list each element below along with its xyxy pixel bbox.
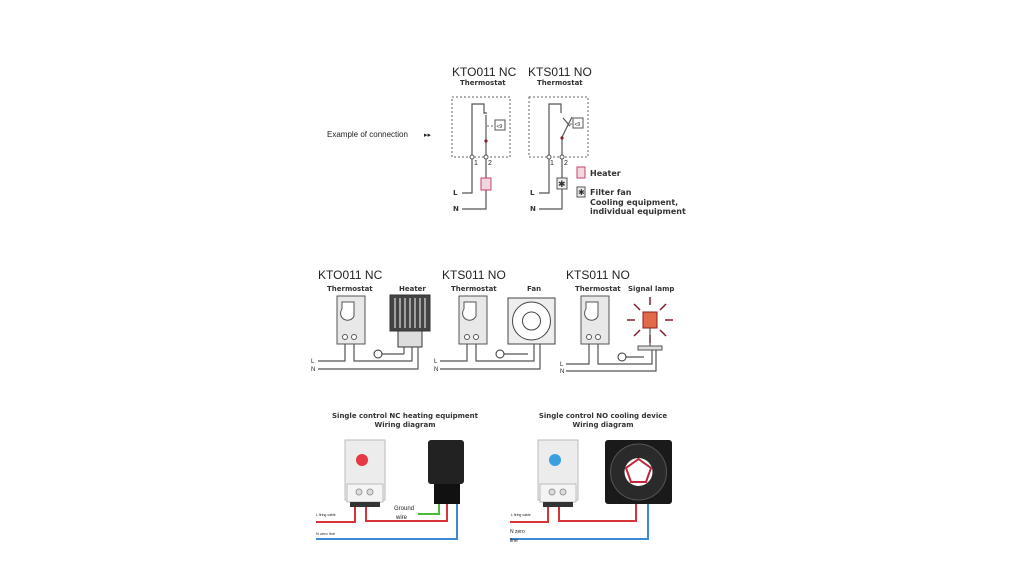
sensor-icon: <9 (497, 124, 503, 130)
nc-schematic: <9 1 2 L N (451, 96, 511, 213)
arrow-icon: ▸▸ (424, 132, 432, 139)
n-label: N (530, 205, 536, 213)
example-3-device-label: Signal lamp (628, 285, 674, 293)
terminal-1-label: 1 (550, 160, 554, 167)
l-label: L (560, 362, 564, 368)
heater-icon (389, 294, 431, 348)
fan-legend-icon (576, 186, 586, 198)
legend-fan-line2: Cooling equipment, (590, 198, 678, 207)
heater-symbol-icon (480, 177, 492, 191)
thermostat-photo (344, 439, 386, 507)
legend-fan: Filter fan (590, 188, 632, 197)
nc-thermostat-label: Thermostat (460, 79, 506, 87)
example-3-thermostat-label: Thermostat (575, 285, 621, 293)
heating-subtitle: Wiring diagram (374, 421, 435, 429)
thermostat-photo (537, 439, 579, 507)
connection-schematic: Example of connection ▸▸ KTO011 NC Therm… (327, 65, 686, 216)
l-label: L (530, 189, 535, 197)
fan-symbol-icon (556, 177, 568, 190)
fan-photo (605, 440, 672, 504)
legend: Heater ✱ Filter fan Cooling equipment, i… (576, 166, 686, 216)
n-wire-label: N zero (510, 529, 525, 535)
example-3-model: KTS011 NO (566, 268, 630, 282)
example-2-device-label: Fan (527, 285, 541, 293)
heater-legend-icon (576, 166, 586, 179)
legend-heater: Heater (590, 169, 621, 178)
heating-title: Single control NC heating equipment (332, 412, 479, 420)
n-wire-label-2: line (510, 538, 518, 544)
svg-text:✱: ✱ (578, 188, 585, 197)
n-label: N (453, 205, 459, 213)
terminal-2-label: 2 (564, 160, 568, 167)
signal-lamp-icon (627, 297, 673, 351)
thermostat-icon (336, 295, 366, 345)
connection-examples: KTO011 NC Thermostat Heater KTS011 NO Th… (311, 268, 674, 375)
svg-text:✱: ✱ (558, 179, 566, 189)
n-label: N (434, 367, 438, 373)
terminal-1-label: 1 (474, 160, 478, 167)
wiring-diagram-heating: Single control NC heating equipment Wiri… (316, 412, 479, 540)
ground-icon (373, 349, 383, 359)
fan-icon (507, 297, 556, 345)
l-wire-label: L firing cable (316, 513, 336, 517)
example-1-model: KTO011 NC (318, 268, 383, 282)
cooling-title: Single control NO cooling device (539, 412, 668, 420)
l-label: L (311, 359, 315, 365)
wiring-diagram-cooling: Single control NO cooling device Wiring … (510, 412, 672, 544)
l-wire-label: L firing cable (511, 513, 531, 517)
example-1-thermostat-label: Thermostat (327, 285, 373, 293)
n-label: N (311, 367, 315, 373)
example-label: Example of connection (327, 130, 408, 139)
example-2-thermostat-label: Thermostat (451, 285, 497, 293)
thermostat-icon (458, 295, 488, 345)
sensor-icon: <9 (575, 122, 581, 128)
no-schematic: <9 1 2 ✱ L N (528, 96, 589, 213)
example-2-model: KTS011 NO (442, 268, 506, 282)
l-label: L (434, 359, 438, 365)
n-label: N (560, 369, 564, 375)
no-model-title: KTS011 NO (528, 65, 592, 79)
legend-fan-line3: individual equipment (590, 207, 686, 216)
ground-wire-label: Ground (394, 506, 414, 512)
ground-icon (495, 349, 505, 359)
no-thermostat-label: Thermostat (537, 79, 583, 87)
n-wire-label: N zero line (316, 531, 336, 536)
l-label: L (453, 189, 458, 197)
thermostat-icon (580, 295, 610, 345)
ground-wire-label-2: wire (395, 515, 408, 521)
example-wiring: L N L N L N (311, 344, 657, 375)
cooling-subtitle: Wiring diagram (572, 421, 633, 429)
ground-icon (617, 352, 627, 362)
example-1-device-label: Heater (399, 285, 426, 293)
heater-photo (428, 440, 464, 504)
nc-model-title: KTO011 NC (452, 65, 517, 79)
terminal-2-label: 2 (488, 160, 492, 167)
